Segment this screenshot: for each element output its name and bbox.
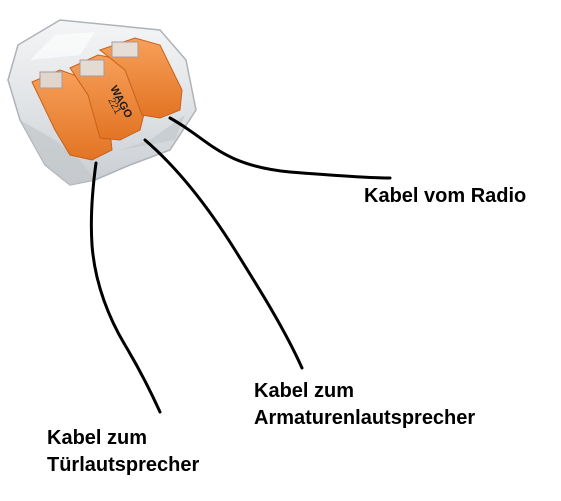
label-armatur-line2: Armaturenlautsprecher [254,407,476,429]
label-armatur-line1: Kabel zum [254,380,355,402]
wire-radio [168,116,392,180]
connector-lever-3 [98,37,183,119]
label-radio-line1: Kabel vom Radio [364,185,527,207]
wire-tuer [89,161,162,414]
label-kabel-zum-tuerlautsprecher: Kabel zum Türlautsprecher [47,425,199,479]
label-kabel-vom-radio: Kabel vom Radio [364,183,526,210]
label-tuer-line1: Kabel zum [47,427,148,449]
wire-armatur [143,138,304,370]
label-tuer-line2: Türlautsprecher [47,454,200,476]
connector-lever-2 [69,54,146,141]
label-kabel-zum-armaturenlautsprecher: Kabel zum Armaturenlautsprecher [254,378,475,432]
